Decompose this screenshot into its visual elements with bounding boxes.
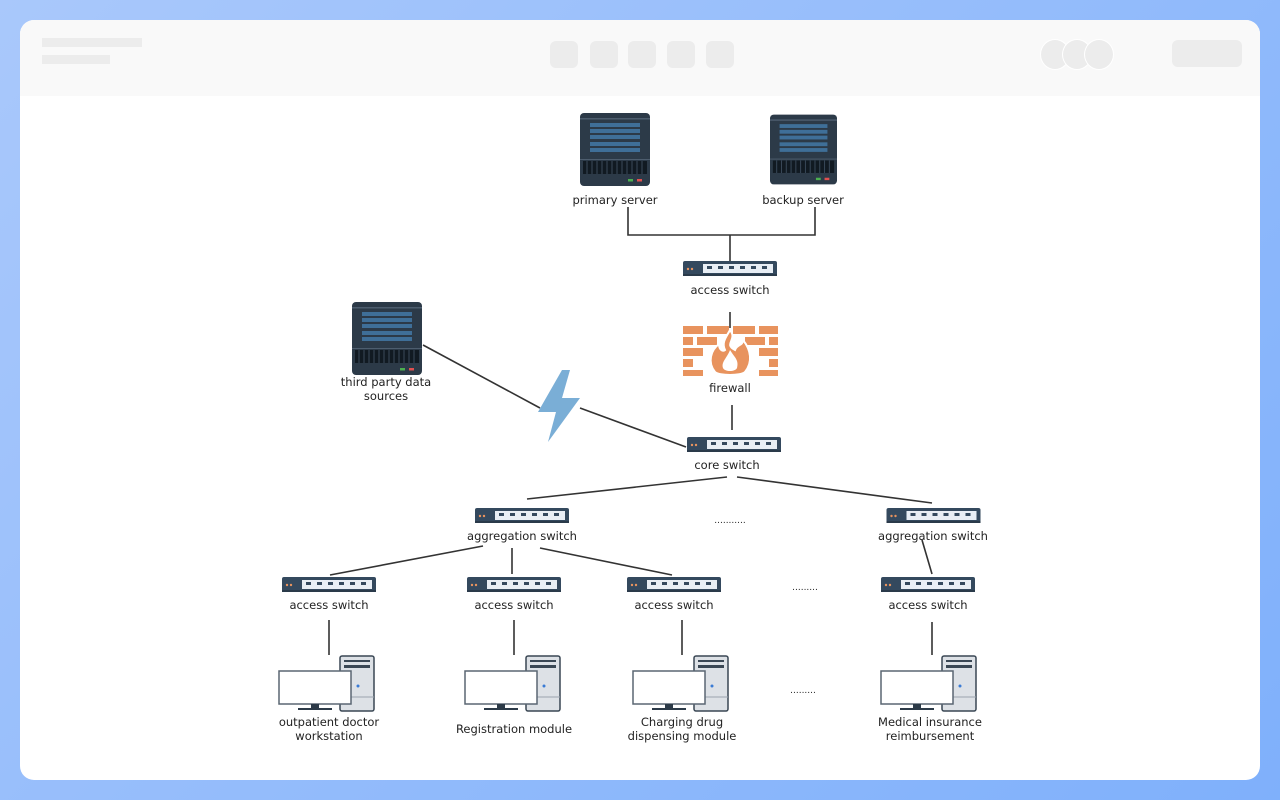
core-switch-label: core switch bbox=[694, 458, 759, 472]
workstation-ellipsis: ......... bbox=[790, 686, 816, 696]
access-ellipsis: ......... bbox=[792, 583, 818, 593]
link-thirdparty bbox=[422, 344, 541, 409]
aggregation-switch-right-icon[interactable] bbox=[886, 508, 981, 523]
workstation-1-label-line1: outpatient doctor bbox=[279, 715, 380, 729]
action-button[interactable] bbox=[1172, 40, 1242, 67]
workstation-3-icon[interactable] bbox=[632, 655, 729, 712]
third-party-server-icon[interactable] bbox=[352, 302, 422, 375]
network-diagram: primary server backup server access swit… bbox=[278, 113, 988, 743]
toolbar-placeholder bbox=[20, 20, 1260, 96]
workstation-2-label: Registration module bbox=[456, 722, 572, 736]
link-thirdparty-core bbox=[579, 407, 687, 448]
workstation-4-label-line1: Medical insurance bbox=[878, 715, 982, 729]
tool-button[interactable] bbox=[628, 41, 656, 68]
workstation-2-icon[interactable] bbox=[464, 655, 561, 712]
firewall-label: firewall bbox=[709, 381, 751, 395]
primary-server-icon[interactable] bbox=[580, 113, 650, 186]
link-agg-access1 bbox=[329, 545, 484, 576]
subtitle-placeholder bbox=[42, 55, 110, 64]
title-placeholder bbox=[42, 38, 142, 47]
aggregation-switch-left-label: aggregation switch bbox=[467, 529, 577, 543]
firewall-icon[interactable] bbox=[683, 326, 778, 376]
link-agg-access4 bbox=[921, 539, 933, 575]
tool-button[interactable] bbox=[667, 41, 695, 68]
workstation-4-icon[interactable] bbox=[880, 655, 977, 712]
link-core-agg-right bbox=[736, 476, 933, 504]
access-switch-2-label: access switch bbox=[474, 598, 553, 612]
third-party-label-line2: sources bbox=[364, 389, 408, 403]
access-switch-1-label: access switch bbox=[289, 598, 368, 612]
connections bbox=[328, 207, 933, 655]
aggregation-ellipsis: ........... bbox=[714, 516, 745, 526]
avatar bbox=[1084, 39, 1114, 70]
workstation-3-label-line2: dispensing module bbox=[628, 729, 737, 743]
aggregation-switch-right-label: aggregation switch bbox=[878, 529, 988, 543]
workstation-3-label-line1: Charging drug bbox=[641, 715, 723, 729]
aggregation-switch-left-icon[interactable] bbox=[475, 508, 569, 523]
tool-button[interactable] bbox=[550, 41, 578, 68]
access-switch-top-label: access switch bbox=[690, 283, 769, 297]
core-switch-icon[interactable] bbox=[687, 437, 781, 452]
access-switch-1-icon[interactable] bbox=[282, 577, 376, 592]
tool-button[interactable] bbox=[706, 41, 734, 68]
access-switch-3-label: access switch bbox=[634, 598, 713, 612]
link-agg-access3 bbox=[539, 547, 673, 576]
access-switch-top-icon[interactable] bbox=[683, 261, 777, 276]
link-core-agg-left bbox=[526, 476, 728, 500]
primary-server-label: primary server bbox=[572, 193, 657, 207]
workstation-1-icon[interactable] bbox=[278, 655, 375, 712]
canvas: primary server backup server access swit… bbox=[20, 20, 1260, 780]
access-switch-4-icon[interactable] bbox=[881, 577, 975, 592]
wireless-lightning-icon bbox=[538, 370, 580, 442]
workstation-1-label-line2: workstation bbox=[295, 729, 362, 743]
tool-button[interactable] bbox=[590, 41, 618, 68]
backup-server-label: backup server bbox=[762, 193, 844, 207]
third-party-label-line1: third party data bbox=[341, 375, 431, 389]
access-switch-2-icon[interactable] bbox=[467, 577, 561, 592]
access-switch-4-label: access switch bbox=[888, 598, 967, 612]
workstation-4-label-line2: reimbursement bbox=[886, 729, 975, 743]
link-servers bbox=[627, 207, 816, 236]
access-switch-3-icon[interactable] bbox=[627, 577, 721, 592]
backup-server-icon[interactable] bbox=[770, 114, 837, 185]
